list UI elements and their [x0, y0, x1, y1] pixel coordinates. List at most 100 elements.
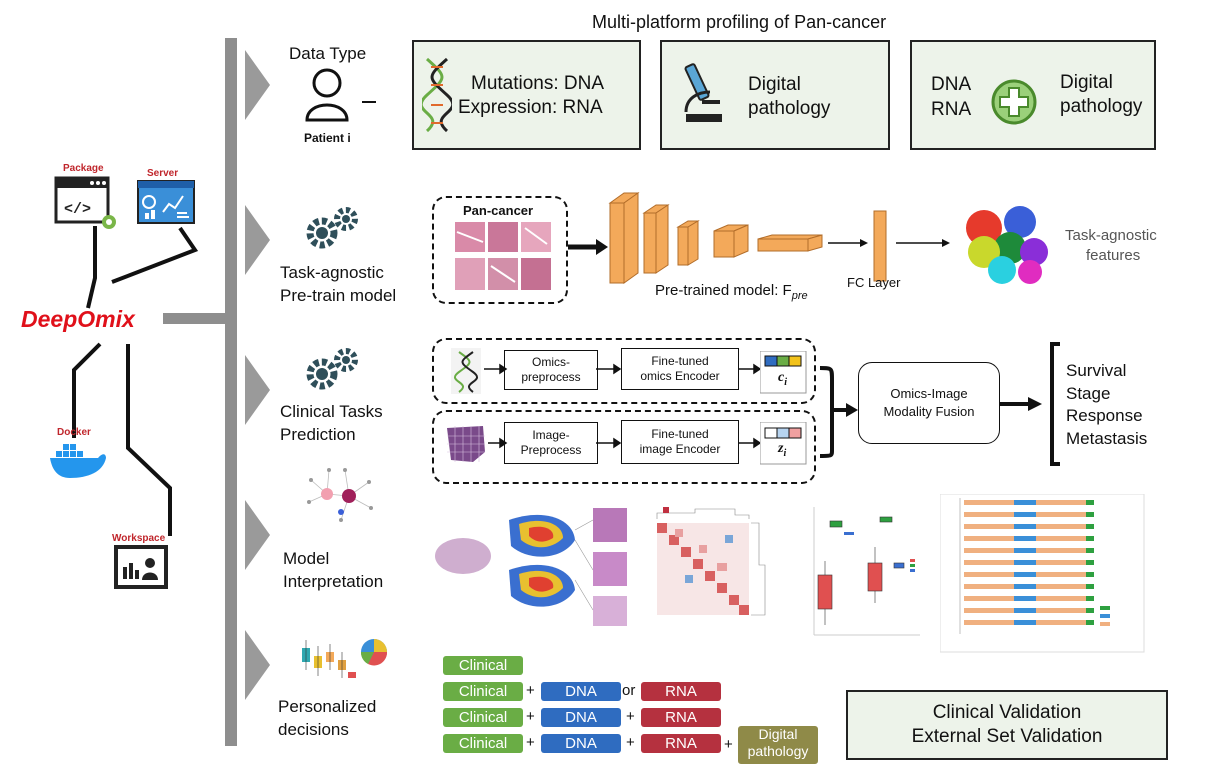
- docker-icon[interactable]: [48, 440, 108, 480]
- ci-sub: i: [784, 376, 787, 388]
- task-bar-segment: [1036, 524, 1086, 529]
- combo4-pathology-line-2: pathology: [747, 743, 809, 759]
- combo3-rna: RNA: [641, 708, 721, 727]
- outcome-stage: Stage: [1066, 383, 1111, 403]
- patient-label: Patient i: [304, 131, 351, 145]
- omics-pre-line-1: Omics-: [532, 355, 570, 369]
- patient-icon: [305, 68, 376, 122]
- pathology-line-1: Digital: [748, 74, 801, 95]
- combo3-clinical: Clinical: [443, 708, 523, 727]
- image-enc-line-1: Fine-tuned: [651, 427, 709, 441]
- svg-text:</>: </>: [64, 201, 91, 218]
- combo4-plus-3: +: [724, 736, 733, 753]
- task-bar-segment: [1086, 512, 1094, 517]
- omics-embedding-label: ci: [778, 370, 787, 388]
- package-icon[interactable]: </>: [54, 176, 120, 232]
- combo3-plus-2: +: [626, 708, 635, 725]
- zi-symbol: z: [778, 441, 784, 456]
- features-line-2: features: [1086, 247, 1141, 264]
- row-interp-line-1: Model: [283, 549, 330, 568]
- task-stacked-bar-panel: [940, 494, 1145, 653]
- combo4-clinical: Clinical: [443, 734, 523, 753]
- workspace-icon[interactable]: [114, 545, 170, 591]
- row-pretrain-line-1: Task-agnostic: [280, 263, 384, 282]
- pancancer-input-box: [432, 196, 568, 304]
- dna-helix-icon: [422, 57, 452, 133]
- omics-enc-line-2: omics Encoder: [640, 369, 720, 383]
- task-bar-segment: [1014, 608, 1036, 613]
- microscope-icon: [684, 63, 722, 122]
- outcome-list: Survival Stage Response Metastasis: [1066, 360, 1147, 450]
- task-bar-segment: [1036, 608, 1086, 613]
- combo2-dna: DNA: [541, 682, 621, 701]
- task-bar-segment: [1036, 620, 1086, 625]
- task-bar-segment: [964, 572, 1014, 577]
- task-bar-segment: [1014, 500, 1036, 505]
- gears-icon-pretrain: [306, 207, 358, 249]
- data-box-omics: [412, 40, 641, 150]
- clinical-flow-arrows: [484, 342, 1060, 466]
- outcome-response: Response: [1066, 406, 1143, 425]
- task-bar-segment: [1036, 536, 1086, 541]
- image-embedding-label: zi: [778, 441, 786, 459]
- row-interp-line-2: Interpretation: [283, 572, 384, 591]
- image-branch-box: [432, 410, 816, 484]
- task-bar-segment: [1086, 524, 1094, 529]
- task-bar-segment: [964, 620, 1014, 625]
- task-bar-segment: [1086, 608, 1094, 613]
- task-bar-segment: [1036, 572, 1086, 577]
- server-label: Server: [147, 168, 179, 179]
- task-bar-segment: [1086, 548, 1094, 553]
- task-bar-segment: [1086, 560, 1094, 565]
- image-pre-line-1: Image-: [532, 428, 570, 442]
- features-line-1: Task-agnostic: [1065, 227, 1157, 244]
- row-decisions-line-2: decisions: [278, 720, 349, 739]
- pretrained-model-label: Pre-trained model: Fpre: [655, 282, 808, 302]
- combo4-pathology: Digital pathology: [738, 726, 818, 764]
- server-icon[interactable]: [137, 180, 197, 228]
- task-bar-segment: [964, 500, 1014, 505]
- combo3-plus-1: +: [526, 708, 535, 725]
- network-icon: [307, 468, 373, 522]
- wsi-grid-icon: [447, 426, 485, 462]
- image-pre-line-2: Preprocess: [520, 443, 582, 457]
- combo2-rna: RNA: [641, 682, 721, 701]
- pancancer-label: Pan-cancer: [463, 203, 534, 218]
- omics-line-1: Mutations: DNA: [471, 73, 605, 94]
- task-bar-segment: [1014, 512, 1036, 517]
- task-bar-segment: [1036, 560, 1086, 565]
- spine-arrows: [245, 50, 270, 700]
- task-bar-segment: [964, 512, 1014, 517]
- combined-line-1: Digital: [1060, 72, 1113, 93]
- boxplot-panel: [813, 507, 920, 636]
- tool-connectors: [72, 226, 199, 536]
- pathology-line-2: pathology: [748, 98, 831, 119]
- task-bar-segment: [1014, 524, 1036, 529]
- zi-sub: i: [783, 447, 787, 459]
- task-bar-segment: [964, 584, 1014, 589]
- combo1-clinical: Clinical: [443, 656, 523, 675]
- image-enc-line-2: image Encoder: [639, 442, 721, 456]
- task-bar-segment: [1086, 620, 1094, 625]
- row-clinical-line-1: Clinical Tasks: [280, 402, 383, 421]
- combined-dna: DNA: [931, 74, 972, 95]
- task-bar-segment: [964, 608, 1014, 613]
- arrow-decisions: [245, 630, 270, 700]
- omics-branch-box: [432, 338, 816, 404]
- combo4-dna: DNA: [541, 734, 621, 753]
- pretrained-model-text: Pre-trained model: F: [655, 282, 792, 299]
- gears-icon-clinical: [306, 348, 358, 390]
- image-embedding-icon: [760, 422, 807, 465]
- task-bar-segment: [1014, 536, 1036, 541]
- attention-heatmap-panel: [435, 508, 627, 626]
- validation-line-2: External Set Validation: [911, 726, 1103, 747]
- pretrained-model-sub: pre: [791, 290, 808, 302]
- small-dna-icon: [451, 348, 481, 394]
- task-bar-segment: [1036, 584, 1086, 589]
- combo4-pathology-line-1: Digital: [758, 726, 798, 742]
- row-pretrain-line-2: Pre-train model: [280, 286, 397, 305]
- task-bar-segment: [1014, 596, 1036, 601]
